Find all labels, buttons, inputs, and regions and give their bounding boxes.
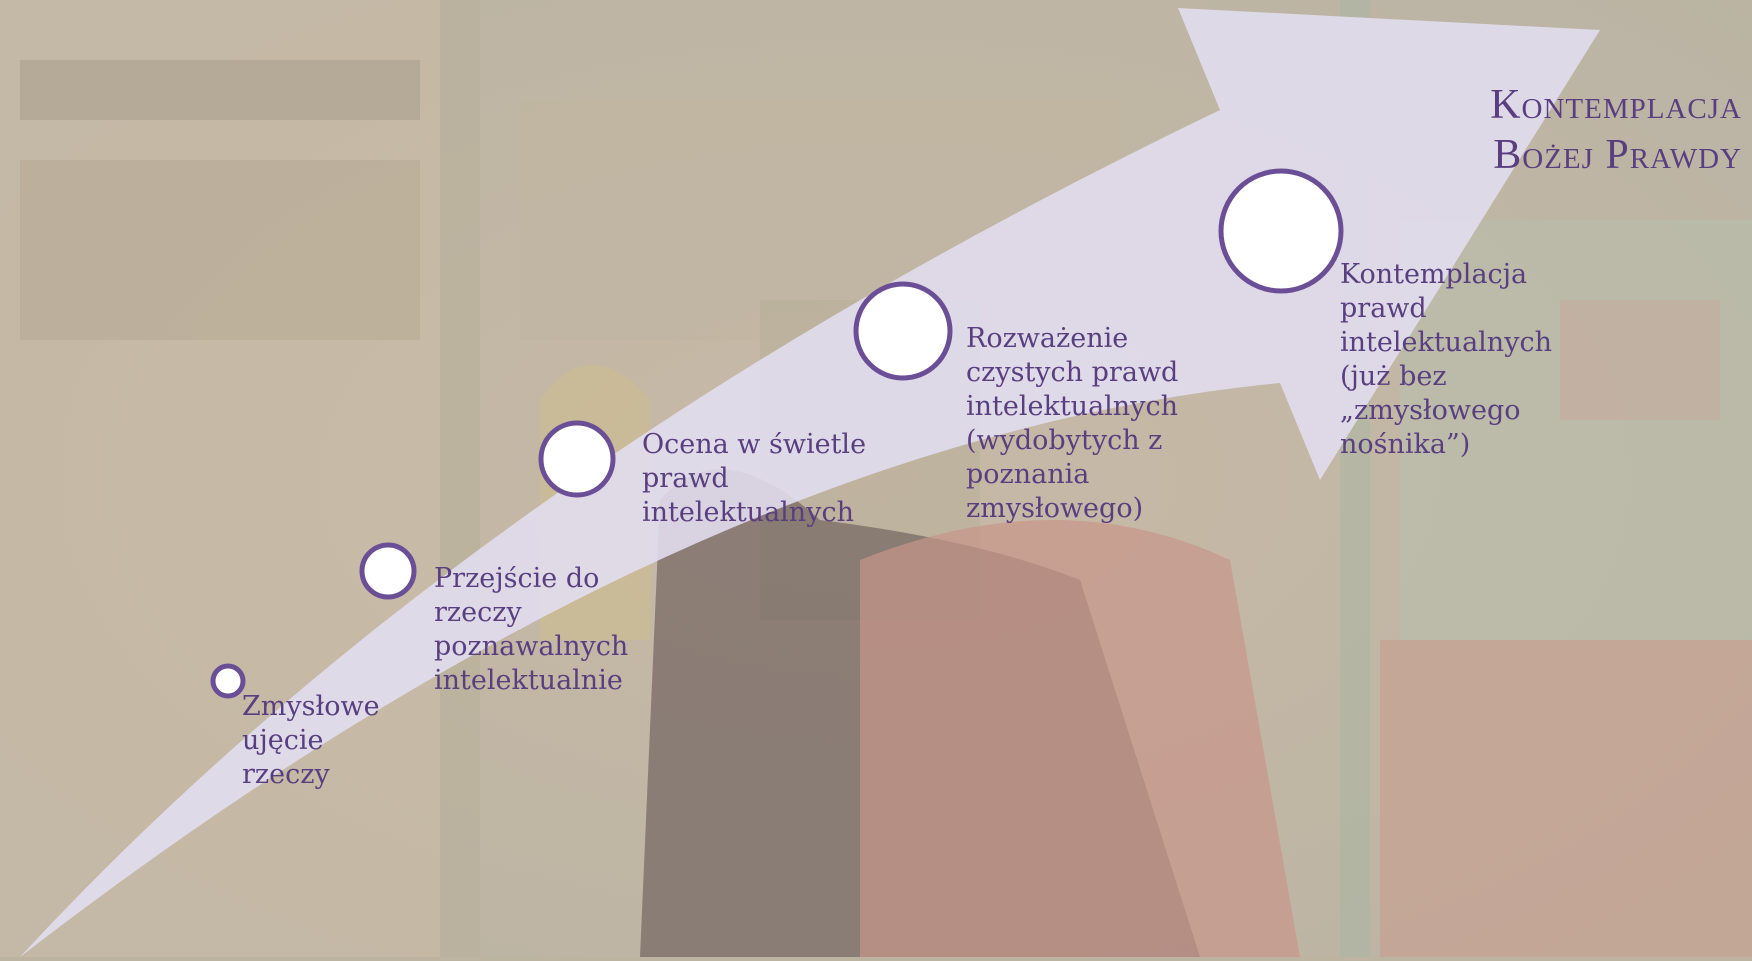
step-2-circle	[359, 542, 417, 600]
step-5-label: Kontemplacja prawd intelektualnych (już …	[1340, 259, 1552, 460]
step-1-label: Zmysłowe ujęcie rzeczy	[242, 691, 380, 790]
step-3-circle	[538, 420, 616, 498]
step-5-circle	[1218, 168, 1344, 294]
step-markers	[210, 168, 1344, 699]
title-line-2: Bożej Prawdy	[1493, 132, 1742, 178]
title-line-1: Kontemplacja	[1490, 82, 1742, 128]
progress-arrow	[20, 8, 1600, 957]
step-4-circle	[853, 281, 953, 381]
step-1-circle	[210, 663, 246, 699]
step-4-label: Rozważenie czystych prawd intelektualnyc…	[966, 323, 1179, 524]
step-3-label: Ocena w świetle prawd intelektualnych	[642, 429, 867, 528]
step-2-label: Przejście do rzeczy poznawalnych intelek…	[434, 563, 629, 696]
diagram-title: Kontemplacja Bożej Prawdy	[1490, 80, 1742, 180]
